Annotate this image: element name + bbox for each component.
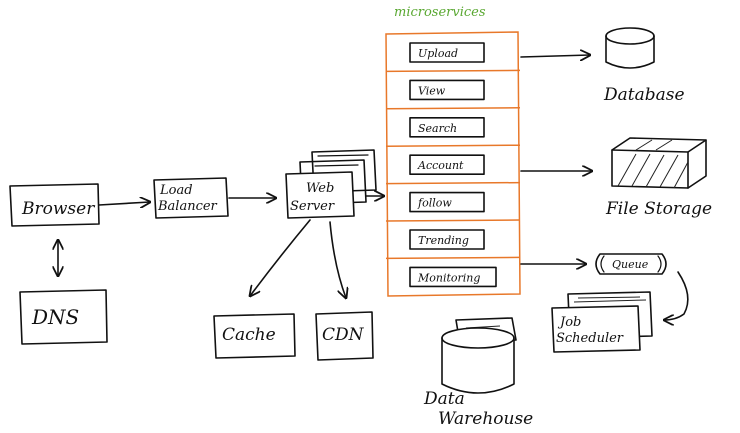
job-scheduler-label-2: Scheduler	[556, 331, 624, 346]
data-warehouse-node: Data Warehouse	[423, 317, 533, 429]
queue-label: Queue	[612, 258, 649, 271]
microservice-box-upload	[409, 42, 485, 63]
microservices-border	[385, 31, 521, 297]
cache-node: Cache	[213, 313, 296, 359]
microservice-label-search: Search	[418, 122, 457, 135]
file-storage-label: File Storage	[605, 199, 712, 219]
browser-lb-arrow	[98, 202, 150, 205]
microservice-separator	[385, 107, 521, 110]
microservice-separator	[385, 144, 521, 147]
browser-node: Browser	[9, 183, 100, 227]
dns-node: DNS	[19, 289, 108, 345]
microservice-box-trending	[409, 229, 485, 250]
load-balancer-label-2: Balancer	[157, 199, 218, 214]
microservice-separator	[385, 69, 521, 73]
load-balancer-label-1: Load	[159, 183, 193, 198]
microservice-box-account	[409, 154, 485, 175]
web-server-label-2: Server	[290, 199, 335, 214]
microservice-separator	[385, 219, 521, 222]
microservice-label-upload: Upload	[418, 47, 458, 60]
cdn-node: CDN	[315, 311, 374, 361]
queue-node: Queue	[595, 253, 667, 275]
microservice-label-follow: follow	[417, 197, 452, 210]
microservice-box-follow	[409, 191, 485, 213]
microservice-box-view	[409, 79, 485, 101]
microservice-label-trending: Trending	[418, 234, 469, 247]
webserver-cdn-arrow	[329, 221, 346, 298]
load-balancer-node: Load Balancer	[153, 177, 229, 219]
microservice-separator	[385, 181, 521, 185]
dns-label: DNS	[31, 305, 79, 329]
micro-database-arrow	[520, 55, 590, 57]
webserver-cache-arrow	[250, 219, 311, 296]
browser-label: Browser	[21, 199, 95, 219]
microservice-label-monitoring: Monitoring	[417, 271, 480, 284]
file-storage-node: File Storage	[605, 137, 712, 219]
job-scheduler-node: Job Scheduler	[551, 291, 653, 353]
data-warehouse-label-2: Warehouse	[438, 409, 533, 429]
microservice-label-account: Account	[417, 159, 464, 172]
microservice-separator	[385, 256, 521, 260]
web-server-label-1: Web	[306, 181, 334, 196]
microservice-box-monitoring	[409, 266, 497, 288]
microservices-title: microservices	[394, 5, 486, 20]
data-warehouse-label-1: Data	[423, 389, 465, 409]
cache-label: Cache	[222, 325, 276, 345]
database-label: Database	[603, 85, 685, 105]
database-node: Database	[603, 27, 685, 105]
microservice-box-search	[409, 117, 485, 138]
web-server-node: Web Server	[285, 149, 377, 219]
job-scheduler-label-1: Job	[557, 315, 581, 330]
queue-scheduler-arrow	[664, 271, 689, 320]
cdn-label: CDN	[322, 325, 365, 345]
microservice-label-view: View	[418, 84, 446, 97]
